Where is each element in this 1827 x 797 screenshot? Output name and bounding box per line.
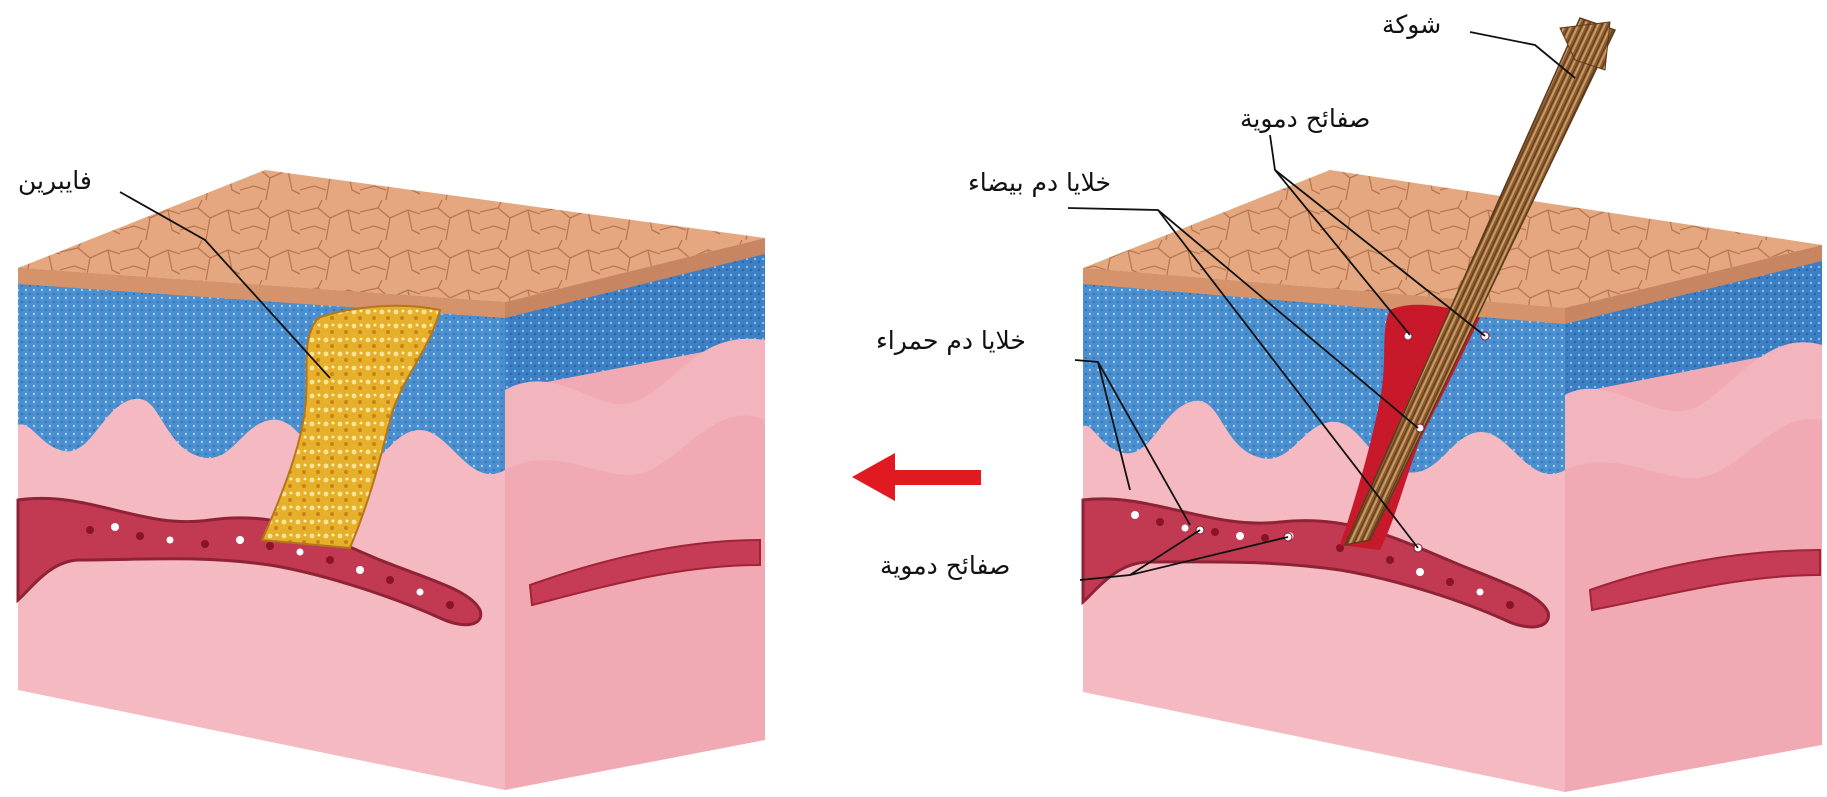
label-red-blood-cells: خلايا دم حمراء <box>876 328 1026 353</box>
skin-block-healing <box>18 170 765 790</box>
label-thorn: شوكة <box>1382 12 1441 37</box>
label-platelets-top: صفائح دموية <box>1240 106 1370 131</box>
label-white-blood-cells: خلايا دم بيضاء <box>968 170 1111 195</box>
label-platelets-bottom: صفائح دموية <box>880 553 1010 578</box>
label-fibrin: فايبرين <box>18 168 92 193</box>
direction-arrow <box>852 453 981 501</box>
skin-block-wounded <box>1068 18 1822 792</box>
